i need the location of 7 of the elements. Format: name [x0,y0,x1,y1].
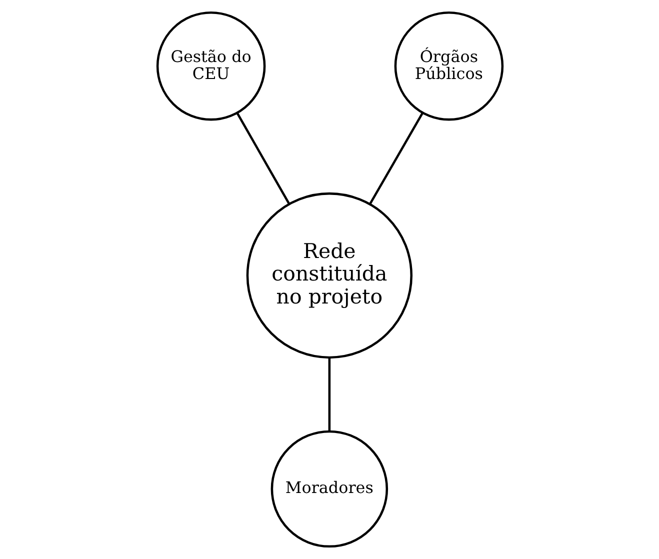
node-circle: Rede constituída no projeto [246,192,412,359]
node-circle: Órgãos Públicos [394,11,504,121]
connector [328,358,330,432]
node-circle: Gestão do CEU [156,11,266,121]
connector [368,112,423,205]
connector [236,112,290,204]
node-circle: Moradores [270,430,388,548]
